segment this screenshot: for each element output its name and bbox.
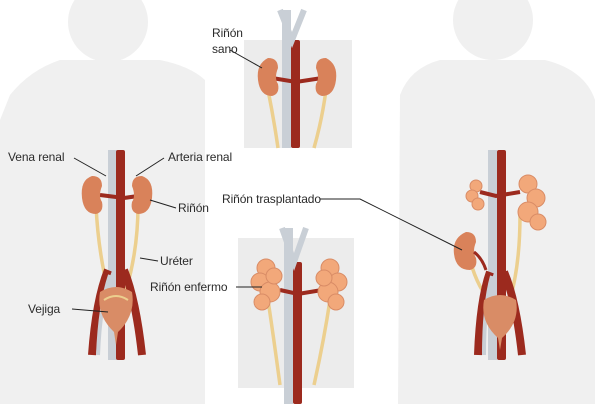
label-ureter: Uréter <box>160 254 193 268</box>
label-vena-renal: Vena renal <box>8 150 64 164</box>
label-arteria-renal: Arteria renal <box>168 150 232 164</box>
label-rinon-sano-line2: sano <box>212 42 238 56</box>
label-rinon-sano-line1: Riñón <box>212 26 243 40</box>
label-rinon: Riñón <box>178 201 209 215</box>
label-rinon-trasplantado: Riñón trasplantado <box>222 192 321 206</box>
label-rinon-enfermo: Riñón enfermo <box>150 280 227 294</box>
left-body-silhouette <box>0 0 205 404</box>
label-vejiga: Vejiga <box>28 302 60 316</box>
